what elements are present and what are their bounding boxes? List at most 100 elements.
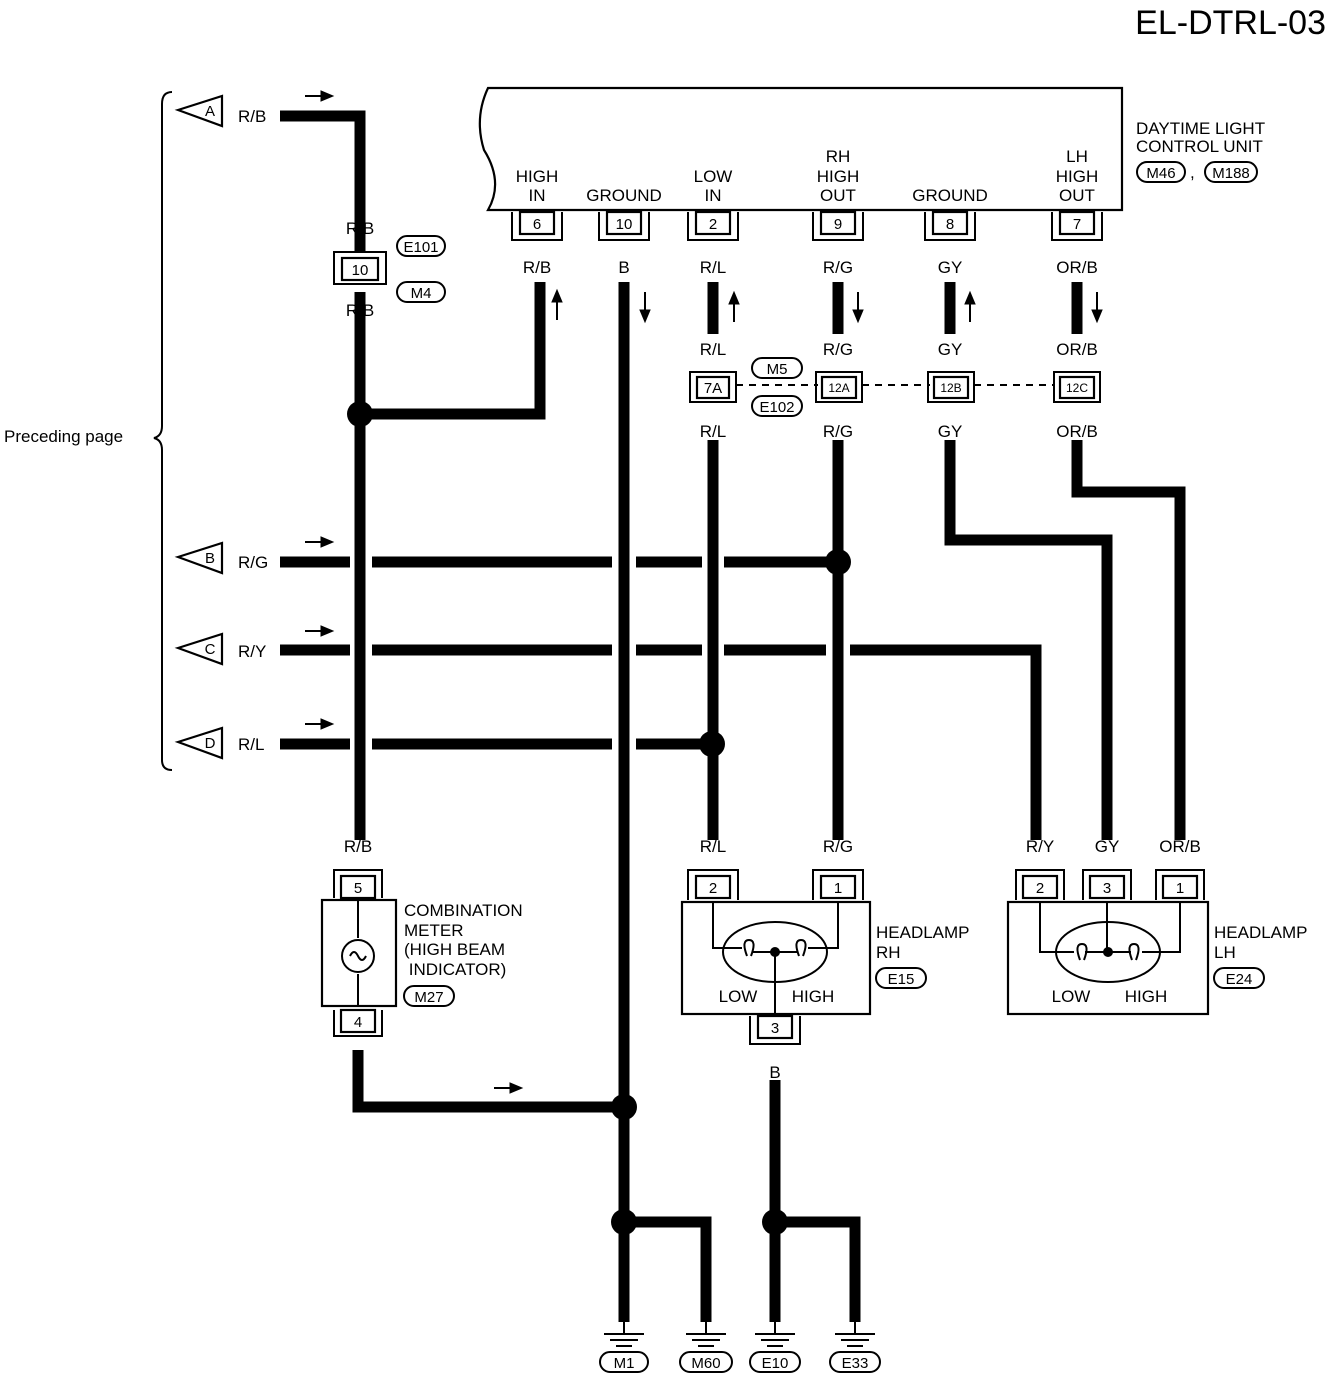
ground-icon (835, 1322, 875, 1347)
pin-number: 10 (352, 262, 369, 279)
splices (347, 401, 851, 1235)
pin-number: 8 (946, 216, 954, 233)
headlamp-label: LH (1214, 943, 1236, 962)
control-unit-name-1: DAYTIME LIGHT (1136, 119, 1265, 138)
wire-label: R/B (346, 219, 374, 238)
pin-number: 1 (834, 880, 842, 897)
wire-label: R/Y (1026, 837, 1054, 856)
wire-label: R/L (238, 735, 264, 754)
ground-code-m1: M1 (614, 1355, 635, 1372)
terminal-label: IN (705, 186, 722, 205)
wire-rb-to-high-in (360, 282, 546, 420)
arrow-up-icon (551, 288, 563, 320)
wire-label: B (769, 1297, 780, 1316)
tag-a: A (205, 103, 215, 120)
connector-code-m188: M188 (1212, 165, 1250, 182)
direction-arrows (305, 90, 1103, 1094)
arrow-right-icon (305, 536, 335, 548)
splice-dot (611, 1209, 637, 1235)
terminal-label: GROUND (912, 186, 988, 205)
wire-label: R/B (344, 837, 372, 856)
code-badge (1136, 161, 1186, 183)
ground-code-e33: E33 (842, 1355, 869, 1372)
terminal-label: IN (529, 186, 546, 205)
wires (280, 110, 1186, 1322)
connector-code-m5: M5 (767, 361, 788, 378)
pin-number: 2 (709, 216, 717, 233)
wire-label: OR/B (1056, 422, 1098, 441)
terminal-label: LOW (694, 167, 733, 186)
headlamp-label: RH (876, 943, 901, 962)
wire-label: R/L (700, 837, 726, 856)
wire-ground-e33 (775, 1216, 861, 1322)
headlamp-high-label: HIGH (792, 987, 835, 1006)
ground-code-m60: M60 (691, 1355, 720, 1372)
wire-label: R/Y (238, 642, 266, 661)
wire-ground-m60 (624, 1216, 712, 1322)
ground-icon (755, 1322, 795, 1347)
arrow-right-icon (305, 625, 335, 637)
arrow-up-icon (728, 290, 740, 322)
connector-code-m27: M27 (414, 989, 443, 1006)
splice-dot (611, 1094, 637, 1120)
wire-label: R/B (346, 301, 374, 320)
wire-meter-ground (352, 1050, 624, 1113)
splice-dot (347, 401, 373, 427)
wire-label: GY (1095, 837, 1120, 856)
wire-gy-lower (944, 440, 1113, 840)
code-separator: , (1190, 163, 1195, 182)
wire-label: R/G (238, 553, 268, 572)
ground-icon (686, 1322, 726, 1347)
wire-label: GY (938, 258, 963, 277)
connector-code-e15: E15 (888, 971, 915, 988)
arrow-right-icon (494, 1082, 524, 1094)
wire-label: OR/B (1056, 340, 1098, 359)
connector-e101-m4: R/B 10 R/B E101 M4 (333, 219, 446, 320)
wire-label: R/G (823, 258, 853, 277)
wire-label: R/L (700, 340, 726, 359)
arrow-right-icon (305, 90, 335, 102)
connector-code-m4: M4 (411, 285, 432, 302)
pin-number: 2 (709, 880, 717, 897)
wire-label: B (700, 1297, 711, 1316)
meter-label: COMBINATION (404, 901, 523, 920)
wire-label: B (618, 1297, 629, 1316)
wire-label: R/L (700, 422, 726, 441)
pin-number: 7A (704, 380, 722, 397)
arrow-down-icon (1091, 292, 1103, 324)
arrow-down-icon (852, 292, 864, 324)
terminal-label: HIGH (1056, 167, 1099, 186)
ground-icon (604, 1322, 644, 1347)
splice-dot (825, 549, 851, 575)
connector-code-e102: E102 (759, 399, 794, 416)
terminal-label: HIGH (817, 167, 860, 186)
headlamp-rh: R/L R/G 2 1 LOW HIGH 3 B HEADLAMP RH E15 (680, 837, 970, 1082)
meter-label: INDICATOR) (404, 960, 506, 979)
code-badge (1204, 161, 1258, 183)
pin-number: 3 (1103, 880, 1111, 897)
wire-orb-lower (1071, 440, 1186, 840)
pin-number: 4 (354, 1014, 362, 1031)
terminal-label: HIGH (516, 167, 559, 186)
connector-m5-e102: M5 E102 R/L 7A R/L R/G 12A R/G GY 12B GY… (689, 340, 1101, 441)
control-unit-pins: 6 10 2 9 8 7 (511, 210, 1103, 241)
pin-number: 10 (616, 216, 633, 233)
preceding-page-brace (153, 91, 173, 771)
headlamp-label: HEADLAMP (876, 923, 970, 942)
page-code: EL-DTRL-03 (1135, 4, 1326, 42)
wire-label: R/L (700, 258, 726, 277)
combination-meter: R/B 5 4 B COMBINATION METER (HIGH BEAM I… (320, 837, 523, 1076)
tag-b: B (205, 550, 215, 567)
wire-label: GY (938, 340, 963, 359)
connector-code-m46: M46 (1146, 165, 1175, 182)
pin-number: 7 (1073, 216, 1081, 233)
terminal-label: OUT (820, 186, 856, 205)
splice-dot (699, 731, 725, 757)
pin-number: 12B (940, 381, 961, 395)
control-unit-body (478, 86, 1124, 212)
wire-label: R/B (238, 107, 266, 126)
terminal-labels: HIGH IN GROUND LOW IN RH HIGH OUT GROUND… (516, 147, 1099, 205)
pin-number: 12A (828, 381, 849, 395)
wire-label: R/B (523, 258, 551, 277)
terminal-label: LH (1066, 147, 1088, 166)
